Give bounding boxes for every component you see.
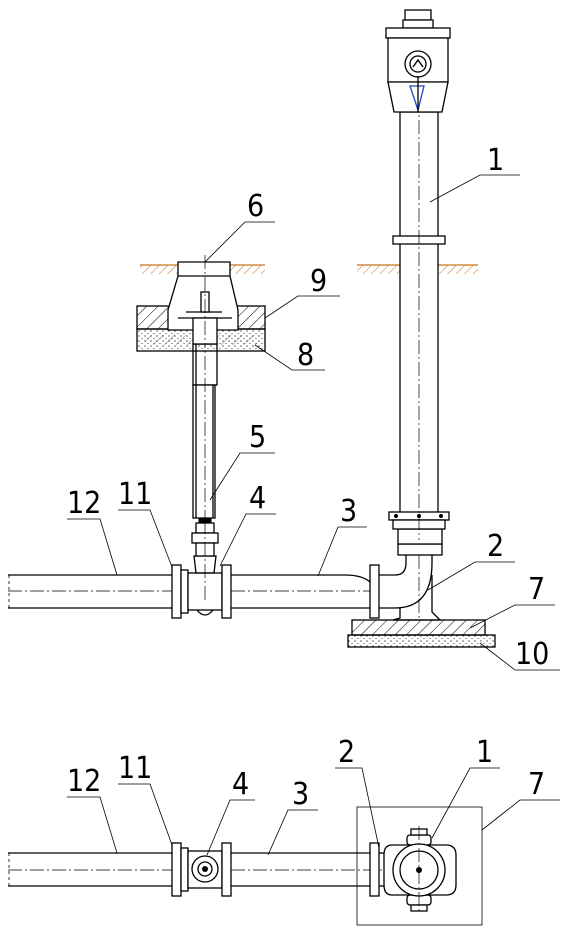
label-7: 7 <box>528 572 545 607</box>
plan-main-pipe-12 <box>8 852 172 887</box>
hydrant-barrel-1 <box>388 10 450 540</box>
plan-label-11: 11 <box>118 751 152 786</box>
plan-flange-11 <box>171 842 189 897</box>
thrust-block-7 <box>351 619 486 636</box>
labels-elevation: 1 6 9 8 5 4 11 12 3 2 7 10 <box>67 143 549 672</box>
duckfoot-bend-2 <box>379 528 443 621</box>
gravel-base-10 <box>347 634 496 648</box>
pipe-3 <box>231 564 380 619</box>
plan-view: 12 11 4 3 2 1 7 <box>8 735 560 926</box>
plan-label-12: 12 <box>67 764 101 799</box>
flange-11 <box>171 564 189 619</box>
label-4: 4 <box>249 481 266 516</box>
label-11: 11 <box>118 477 152 512</box>
gate-valve-4 <box>187 514 232 619</box>
hydrant-head <box>385 9 451 113</box>
label-5: 5 <box>249 420 266 455</box>
plan-label-7: 7 <box>528 767 545 802</box>
valve-box-6 <box>167 255 239 345</box>
label-3: 3 <box>340 494 357 529</box>
label-8: 8 <box>297 338 314 373</box>
thrust-block-outline-7 <box>356 806 483 926</box>
plan-label-1: 1 <box>476 735 493 770</box>
label-12: 12 <box>67 486 101 521</box>
plan-label-2: 2 <box>338 735 355 770</box>
plan-label-4: 4 <box>232 767 249 802</box>
label-2: 2 <box>487 529 504 564</box>
leaders-elevation <box>67 174 560 671</box>
leaders-plan <box>67 767 560 856</box>
label-6: 6 <box>247 189 264 224</box>
plan-label-3: 3 <box>292 777 309 812</box>
plan-gate-valve-4 <box>187 842 232 897</box>
main-pipe-12 <box>8 574 172 609</box>
valve-extension-rod-5 <box>192 290 218 520</box>
label-10: 10 <box>515 637 549 672</box>
label-9: 9 <box>310 264 327 299</box>
plan-hydrant-1 <box>383 826 457 914</box>
elevation-view: 1 6 9 8 5 4 11 12 3 2 7 10 <box>8 9 560 672</box>
label-1: 1 <box>487 143 504 178</box>
labels-plan: 12 11 4 3 2 1 7 <box>67 735 545 812</box>
